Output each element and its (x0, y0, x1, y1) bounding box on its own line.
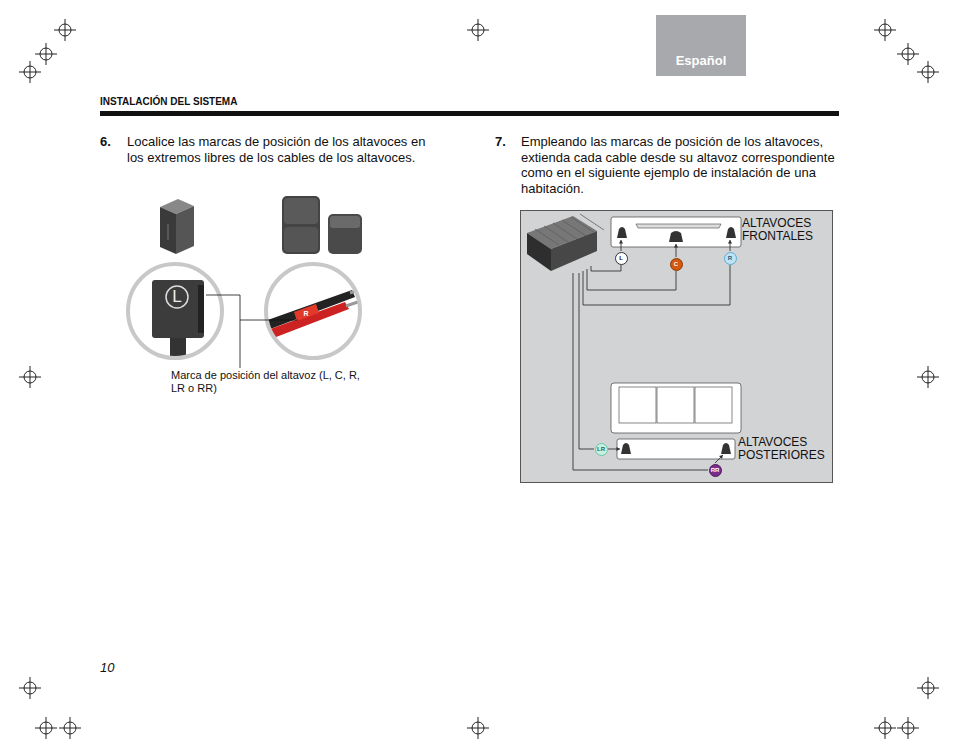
speaker-wire (262, 263, 368, 359)
step-text: Localice las marcas de posición de los a… (127, 134, 445, 165)
speaker-icon (621, 443, 631, 454)
registration-marks (19, 19, 939, 739)
arrow-head (674, 244, 678, 248)
arrow-head (728, 240, 732, 244)
arrow-head (719, 455, 723, 459)
callout-letter: R (725, 253, 736, 264)
crop-mark (35, 43, 57, 65)
position-callout: RR (709, 464, 722, 477)
leader-line (240, 320, 298, 321)
step-number: 7. (495, 134, 517, 150)
vent-line (571, 217, 595, 233)
language-label: Español (656, 53, 746, 68)
sofa-cushion (695, 387, 732, 423)
speaker-icon (726, 227, 736, 238)
magnifier-circle (128, 264, 222, 358)
position-callout: C (670, 258, 683, 271)
crop-mark (917, 677, 939, 699)
television (636, 224, 721, 228)
crop-mark (54, 19, 76, 41)
crop-mark (19, 677, 41, 699)
speaker-wire (583, 265, 730, 305)
magnifier-circle (266, 264, 360, 358)
crop-mark (897, 43, 919, 65)
rear-table (617, 439, 735, 459)
speaker-icon (617, 227, 627, 238)
tv-stand (611, 217, 741, 247)
plug-mark: L (168, 287, 186, 307)
position-callout: R (724, 252, 737, 265)
sofa-cushion (619, 387, 656, 423)
vent-line (535, 229, 559, 245)
header-rule (100, 111, 839, 116)
crop-mark (59, 717, 81, 739)
speaker-wire (587, 269, 676, 290)
vent-line (553, 223, 577, 239)
cube-speaker (160, 199, 194, 254)
crop-mark (467, 19, 489, 41)
crop-mark (874, 717, 896, 739)
speaker-icon (669, 231, 683, 242)
speaker-wire (591, 265, 621, 271)
leader-line (206, 295, 240, 368)
speaker-group-label: ALTAVOCES POSTERIORES (738, 436, 830, 462)
crop-mark (35, 717, 57, 739)
vent-line (562, 220, 586, 236)
vent-line (544, 226, 568, 242)
section-header: INSTALACIÓN DEL SISTEMA (100, 96, 500, 108)
callout-label: Marca de posición del altavoz (L, C, R, … (171, 369, 371, 395)
callout-letter: L (616, 253, 627, 264)
wire-tag-mark: R (300, 310, 312, 318)
callout-letter: RR (710, 465, 721, 476)
receiver-console (527, 233, 551, 271)
callout-letter: LR (596, 444, 607, 455)
crop-mark (917, 366, 939, 388)
crop-mark (19, 61, 41, 83)
speaker-wire (579, 273, 594, 449)
step-text: Empleando las marcas de posición de los … (521, 134, 839, 196)
sofa-cushion (657, 387, 694, 423)
speaker-icon (721, 443, 731, 454)
vent-line (580, 214, 604, 230)
page-number: 10 (100, 660, 140, 676)
arrow-head (617, 447, 621, 451)
crop-mark (897, 717, 919, 739)
speaker-group-label: ALTAVOCES FRONTALES (742, 217, 830, 243)
callout-letter: C (671, 259, 682, 270)
position-callout: LR (595, 443, 608, 456)
step-number: 6. (100, 134, 122, 150)
room-panel: L C R LR RR ALTAVOCES FRONTALES ALTAVOCES POST… (520, 210, 833, 483)
position-callout: L (615, 252, 628, 265)
cable-plug (127, 263, 223, 365)
arrow-head (619, 240, 623, 244)
language-tab: Español (656, 15, 746, 76)
double-cube-speaker (282, 196, 362, 254)
crop-mark (19, 366, 41, 388)
crop-mark (467, 717, 489, 739)
sofa (611, 383, 741, 433)
crop-mark (917, 61, 939, 83)
arrow-line (715, 455, 723, 463)
crop-mark (874, 19, 896, 41)
